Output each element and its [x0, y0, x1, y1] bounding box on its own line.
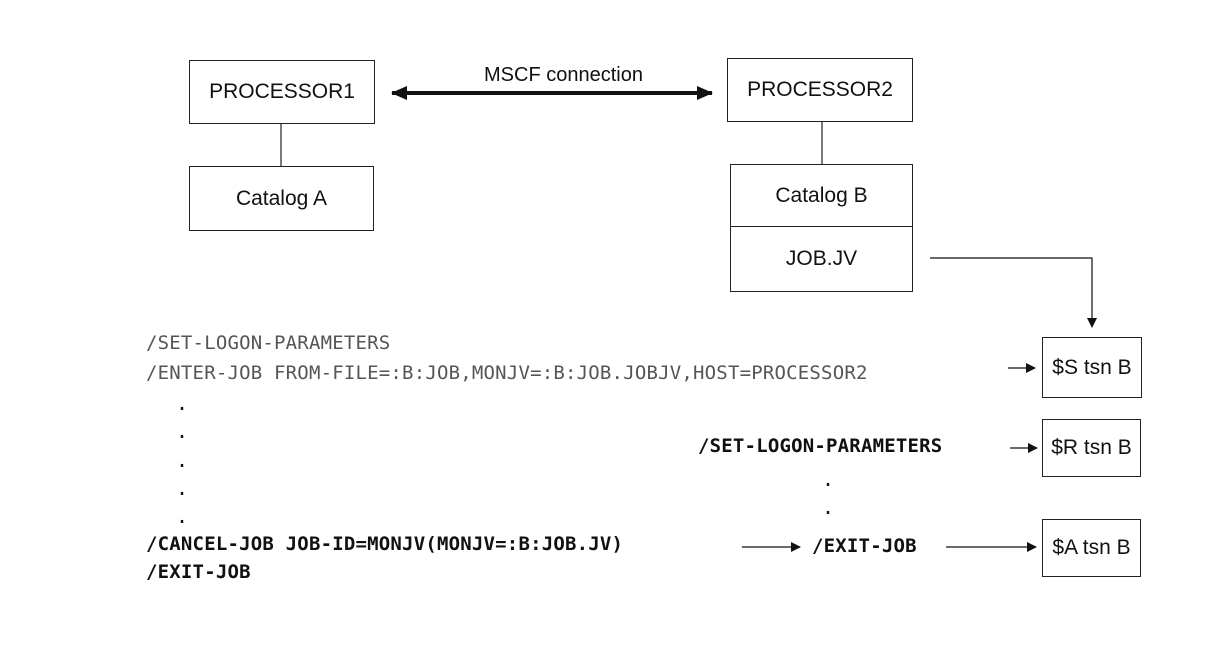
a-tsn-label: $A tsn B [1052, 536, 1131, 559]
s-tsn-label: $S tsn B [1052, 355, 1132, 379]
job-jv-box: JOB.JV [730, 226, 913, 292]
processor2-label: PROCESSOR2 [747, 78, 893, 101]
enter-job-command: /ENTER-JOB FROM-FILE=:B:JOB,MONJV=:B:JOB… [146, 362, 868, 384]
left-ellipsis-dot: . [176, 391, 189, 415]
r-tsn-box: $R tsn B [1042, 419, 1141, 477]
right-logon-command: /SET-LOGON-PARAMETERS [698, 435, 943, 457]
r-tsn-label: $R tsn B [1051, 436, 1132, 459]
a-tsn-box: $A tsn B [1042, 519, 1141, 577]
job-jv-label: JOB.JV [785, 247, 858, 270]
left-ellipsis-dot: . [176, 448, 189, 472]
catalog-a-box: Catalog A [189, 166, 374, 231]
processor2-box: PROCESSOR2 [727, 58, 913, 122]
processor1-box: PROCESSOR1 [189, 60, 375, 124]
left-ellipsis-dot: . [176, 504, 189, 528]
catalog-b-box: Catalog B [730, 164, 913, 227]
left-ellipsis-dot: . [176, 476, 189, 500]
jobjv-to-s-tsn-arrow [930, 257, 1097, 328]
s-tsn-box: $S tsn B [1042, 337, 1142, 398]
cancel-job-command: /CANCEL-JOB JOB-ID=MONJV(MONJV=:B:JOB.JV… [146, 533, 624, 555]
left-logon-command: /SET-LOGON-PARAMETERS [146, 332, 391, 354]
mscf-connection-label: MSCF connection [484, 64, 643, 86]
left-ellipsis-dot: . [176, 419, 189, 443]
left-exit-job-command: /EXIT-JOB [146, 561, 251, 583]
right-ellipsis-dot: . [822, 467, 835, 491]
right-exit-job-command: /EXIT-JOB [812, 535, 917, 557]
right-ellipsis-dot: . [822, 495, 835, 519]
catalog-a-label: Catalog A [235, 186, 328, 210]
catalog-b-label: Catalog B [775, 183, 868, 207]
processor1-label: PROCESSOR1 [209, 80, 355, 103]
